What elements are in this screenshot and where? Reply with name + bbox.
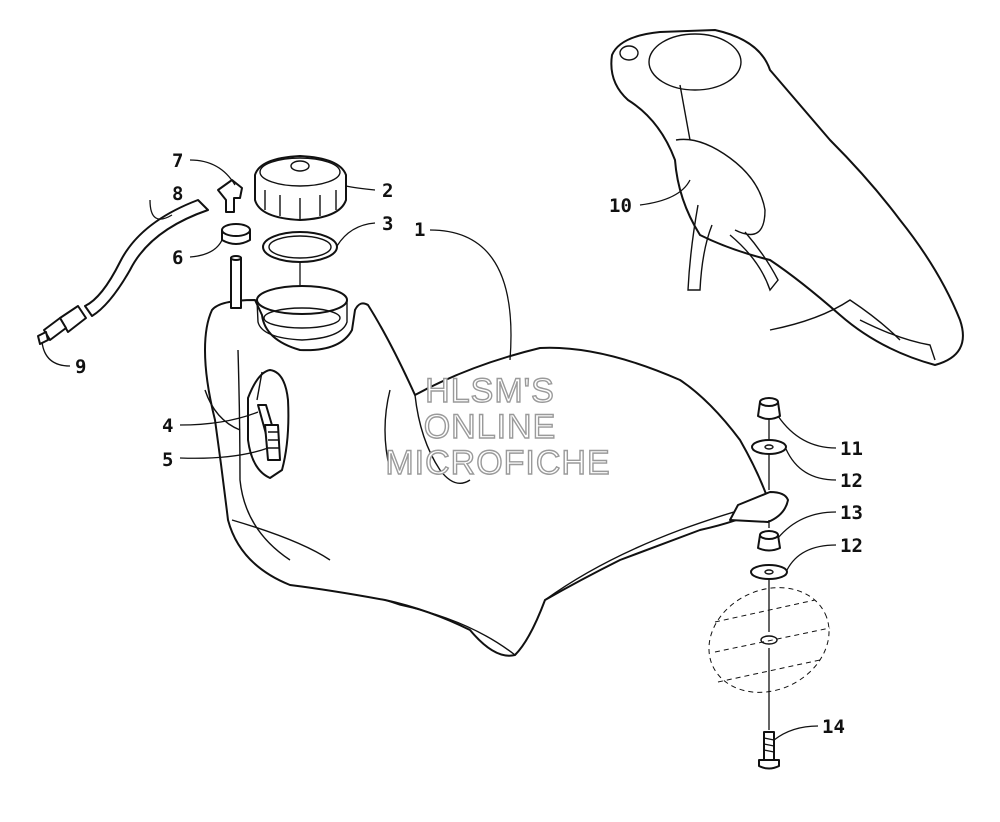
part-7-elbow-fitting — [217, 179, 243, 213]
callout-1: 1 — [414, 219, 425, 241]
callout-5: 5 — [162, 449, 173, 471]
part-5-fuel-filter — [264, 424, 281, 461]
watermark-line-2: ONLINE — [424, 408, 557, 446]
part-8-vent-hose — [84, 199, 209, 317]
part-14-bolt — [758, 731, 780, 770]
callout-14: 14 — [822, 716, 845, 738]
leader-11 — [777, 415, 837, 449]
callout-3: 3 — [382, 213, 393, 235]
watermark-line-1: HLSM'S — [425, 372, 555, 410]
callout-12-upper: 12 — [840, 470, 863, 492]
leader-4 — [179, 411, 259, 426]
callout-9: 9 — [75, 356, 86, 378]
callout-12-lower: 12 — [840, 535, 863, 557]
leader-9 — [41, 341, 71, 367]
leader-7 — [189, 159, 236, 186]
callout-7: 7 — [172, 150, 183, 172]
watermark-line-3: MICROFICHE — [385, 444, 610, 482]
part-13-nut — [757, 530, 781, 552]
callout-10: 10 — [609, 195, 632, 217]
leader-6 — [189, 239, 223, 258]
callout-4: 4 — [162, 415, 173, 437]
leader-12b — [786, 544, 837, 571]
leader-1 — [429, 229, 512, 361]
part-3-gasket — [262, 231, 338, 263]
leader-3 — [336, 222, 376, 247]
part-10-seat-cover — [610, 29, 964, 366]
part-12-washer-lower — [750, 564, 788, 580]
callout-13: 13 — [840, 502, 863, 524]
callout-6: 6 — [172, 247, 183, 269]
part-9-check-valve — [37, 305, 87, 345]
mount-pad-outline — [708, 587, 831, 693]
leader-14 — [773, 725, 819, 741]
leader-2 — [345, 185, 376, 191]
watermark: HLSM'S ONLINE MICROFICHE — [385, 371, 611, 482]
leader-8 — [149, 199, 173, 220]
callout-2: 2 — [382, 180, 393, 202]
part-12-washer-upper — [751, 439, 787, 455]
leader-13 — [777, 511, 837, 539]
vent-tube — [230, 255, 242, 309]
part-2-fuel-cap — [254, 155, 347, 221]
callout-8: 8 — [172, 183, 183, 205]
part-11-nut — [757, 397, 781, 420]
leader-5 — [179, 447, 269, 459]
callout-11: 11 — [840, 438, 863, 460]
leader-10 — [639, 179, 691, 206]
leader-12a — [785, 448, 837, 481]
part-6-grommet — [221, 223, 251, 245]
